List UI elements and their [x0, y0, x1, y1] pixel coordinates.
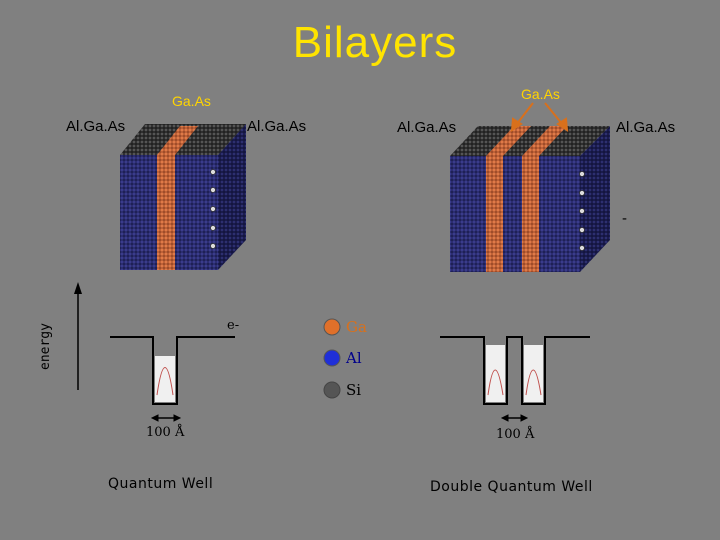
legend-ga-icon [323, 318, 341, 336]
algaas-label-4: Al.Ga.As [616, 119, 676, 136]
legend-si-label: Si [346, 381, 362, 399]
algaas-label-1: Al.Ga.As [66, 118, 126, 135]
gaas-layer [157, 155, 175, 270]
dash-mark: - [622, 210, 627, 227]
legend-al-label: Al [346, 349, 362, 367]
algaas-label-2: Al.Ga.As [247, 118, 307, 135]
crystal-double-well [450, 126, 610, 272]
caption-quantum-well: Quantum Well [108, 476, 214, 492]
gaas-pointer-arrows [510, 102, 569, 132]
gaas-layer-2 [522, 156, 539, 272]
scale-label-right: 100 Å [496, 427, 535, 442]
slide-title: Bilayers [292, 18, 458, 67]
energy-axis-label: energy [38, 323, 53, 370]
crystal-single-well [120, 124, 246, 270]
algaas-label-3: Al.Ga.As [397, 119, 457, 136]
caption-double-quantum-well: Double Quantum Well [430, 479, 593, 495]
scale-bar-right [500, 414, 529, 422]
double-well-potential [440, 336, 590, 405]
legend-al-icon [323, 349, 341, 367]
gaas-layer-1 [486, 156, 503, 272]
legend-si-icon [323, 381, 341, 399]
energy-axis [74, 282, 82, 390]
single-well-potential [110, 336, 235, 405]
gaas-label-left: Ga.As [172, 93, 211, 109]
electron-label: e- [227, 318, 240, 333]
gaas-label-right: Ga.As [521, 86, 560, 102]
scale-label-left: 100 Å [146, 425, 185, 440]
legend-ga-label: Ga [346, 318, 367, 336]
scale-bar-left [150, 414, 182, 422]
